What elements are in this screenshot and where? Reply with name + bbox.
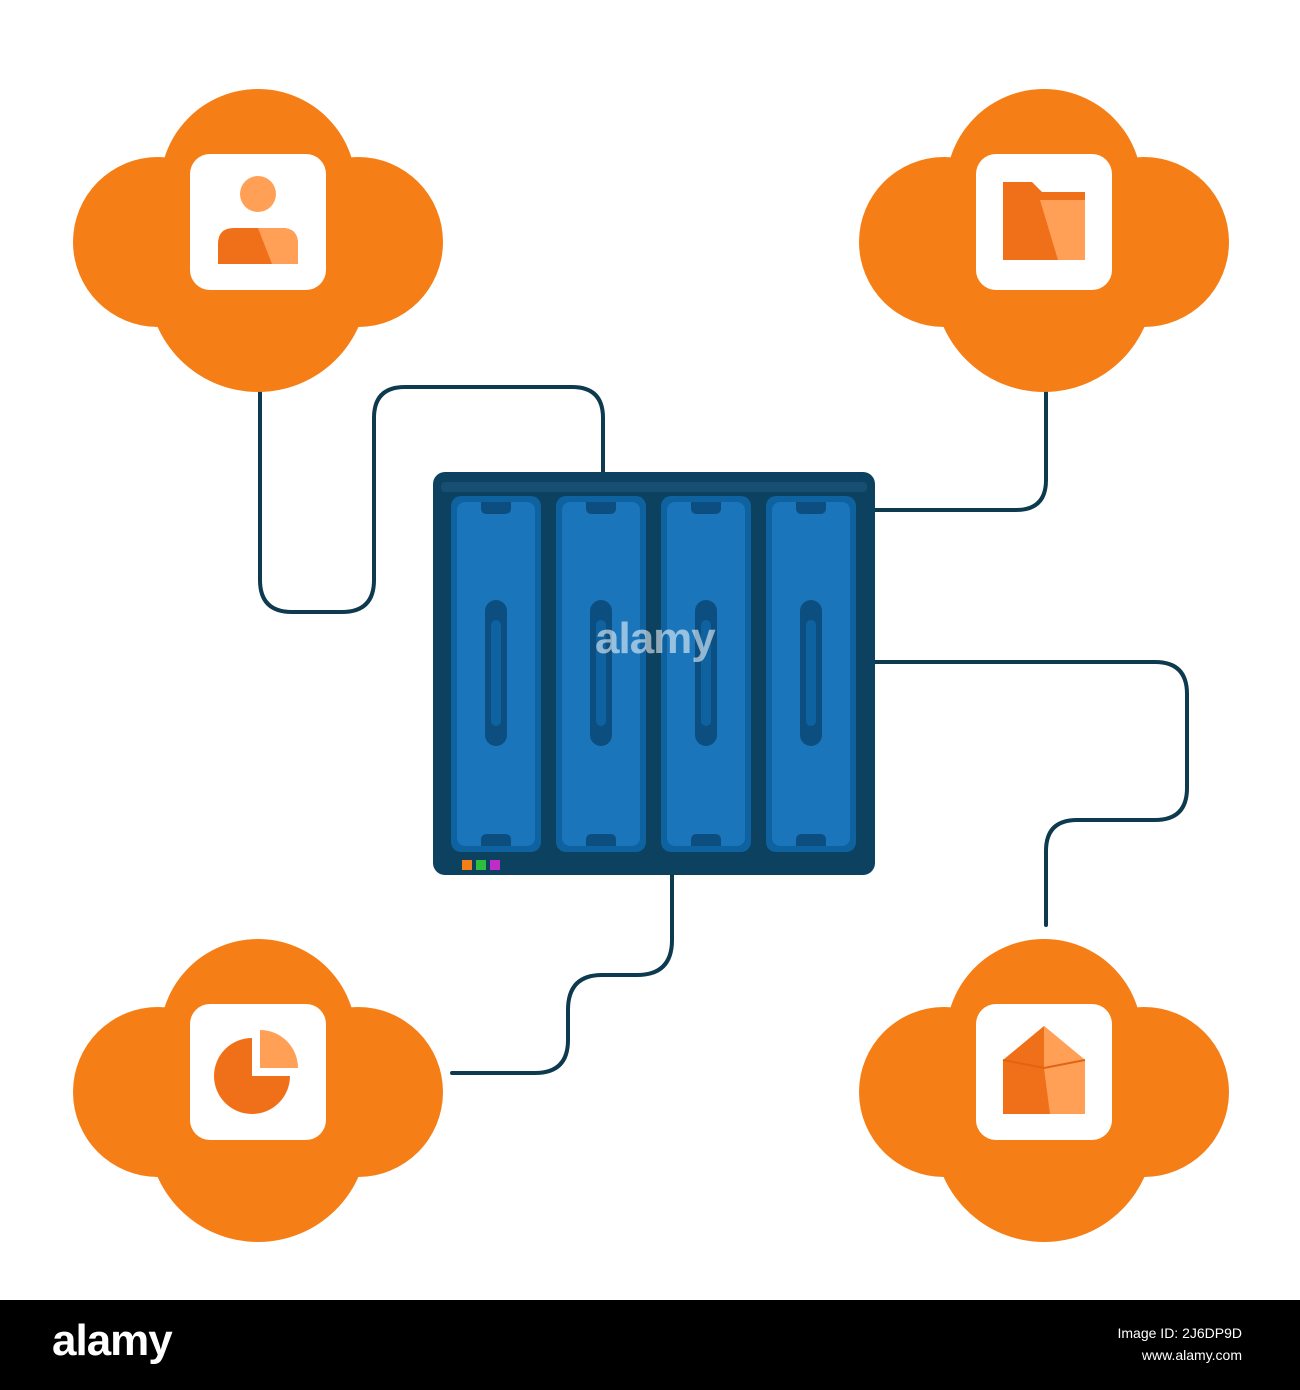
wire-user (258, 373, 605, 614)
footer-meta: Image ID: 2J6DP9D www.alamy.com (1118, 1322, 1243, 1366)
footer-bar: alamy Image ID: 2J6DP9D www.alamy.com (0, 1300, 1300, 1390)
icon-tile (190, 1004, 326, 1140)
envelope-icon (1002, 1026, 1086, 1114)
led-magenta (490, 860, 500, 870)
image-id-label: Image ID: 2J6DP9D (1117, 1325, 1243, 1341)
wire-chart (450, 871, 674, 1075)
drive-bay (766, 496, 856, 852)
drive-bay (661, 496, 751, 852)
icon-tile (190, 154, 326, 290)
cloud-chart (73, 939, 443, 1242)
server-frame (433, 472, 875, 875)
site-url: www.alamy.com (1141, 1347, 1242, 1363)
pie-chart-icon (214, 1030, 298, 1114)
footer-brand-logo: alamy (52, 1316, 173, 1365)
wire-folder (871, 373, 1048, 512)
drive-bay (451, 496, 541, 852)
cloud-user (73, 89, 443, 392)
server-status-leds (462, 860, 500, 870)
wire-mail (871, 660, 1189, 927)
network-storage-diagram (73, 89, 1229, 1242)
user-icon (218, 176, 298, 264)
storage-server (433, 472, 875, 875)
connection-wires (258, 373, 1189, 1075)
led-green (476, 860, 486, 870)
cloud-folder (859, 89, 1229, 392)
drive-bay (556, 496, 646, 852)
cloud-mail (859, 939, 1229, 1242)
folder-icon (1003, 182, 1085, 260)
led-orange (462, 860, 472, 870)
